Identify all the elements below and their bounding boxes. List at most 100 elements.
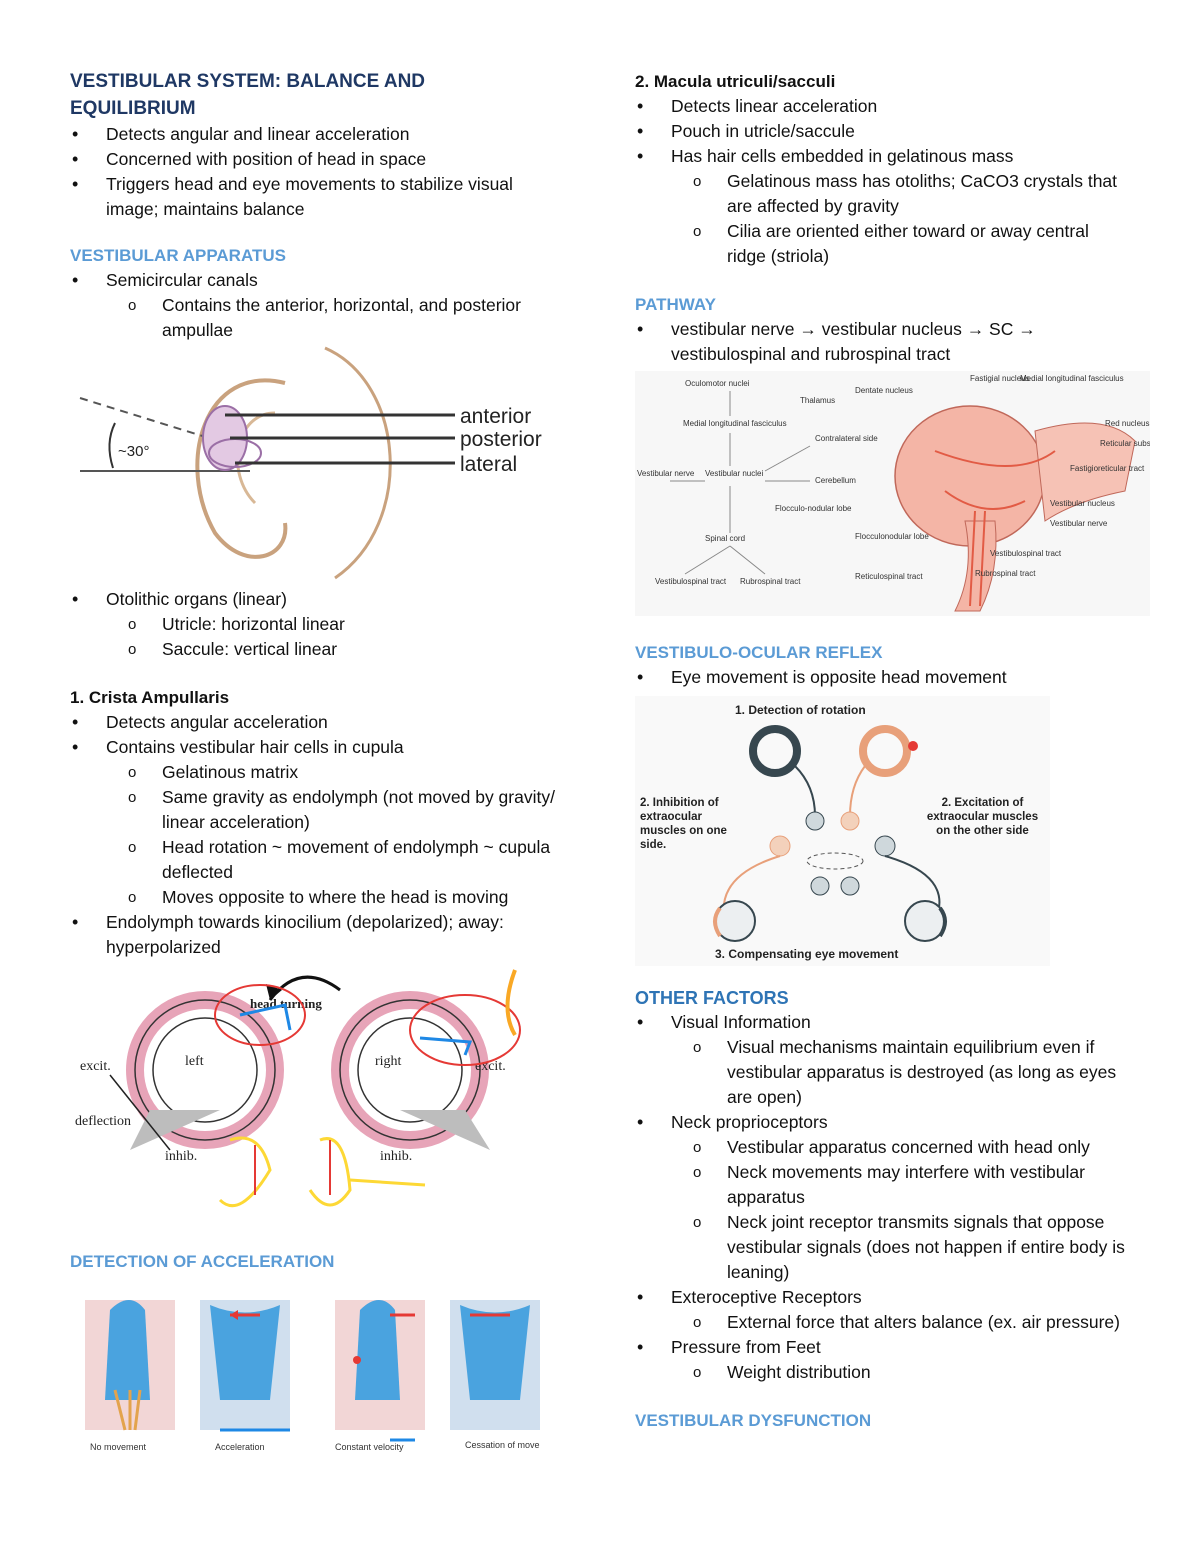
panel-cessation xyxy=(450,1300,540,1430)
red-nucleus-label: Red nucleus xyxy=(1105,419,1149,428)
vestibular-nerve-label: Vestibular nerve xyxy=(637,469,695,478)
list-item: Cilia are oriented either toward or away… xyxy=(635,219,1127,269)
cerebellum-label: Cerebellum xyxy=(815,476,856,485)
pathway-diagram: Oculomotor nuclei Medial longitudinal fa… xyxy=(635,371,1171,616)
otolithic-list: Otolithic organs (linear) Utricle: horiz… xyxy=(70,587,570,662)
list-item: Vestibular apparatus concerned with head… xyxy=(635,1135,1127,1160)
list-item: Exteroceptive Receptors xyxy=(635,1285,1155,1310)
list-item: Detects angular acceleration xyxy=(70,710,570,735)
panel-acceleration xyxy=(200,1300,290,1432)
apparatus-list: Semicircular canals Contains the anterio… xyxy=(70,268,570,343)
crista-list: Detects angular acceleration Contains ve… xyxy=(70,710,570,960)
list-item: Eye movement is opposite head movement xyxy=(635,665,1155,690)
angle-label: ~30° xyxy=(118,443,149,460)
right-label: right xyxy=(375,1054,402,1069)
section-heading-pathway: PATHWAY xyxy=(635,295,716,314)
list-item: Contains the anterior, horizontal, and p… xyxy=(70,293,570,343)
crista-heading: 1. Crista Ampullaris xyxy=(70,688,230,707)
list-item: Neck movements may interfere with vestib… xyxy=(635,1160,1127,1210)
reticular-label: Reticular substance xyxy=(1100,439,1150,448)
canal-deflection-figure: head turning left right excit. excit. de… xyxy=(70,960,570,1250)
list-item: Semicircular canals xyxy=(70,268,570,293)
right-column: 2. Macula utriculi/sacculi Detects linea… xyxy=(635,68,1171,1433)
flocculonodular-label: Flocculonodular lobe xyxy=(855,532,929,541)
vestibulospinal-label: Vestibulospinal tract xyxy=(655,577,727,586)
vestibulospinal2-label: Vestibulospinal tract xyxy=(990,549,1062,558)
list-item: Has hair cells embedded in gelatinous ma… xyxy=(635,144,1155,169)
list-item: Visual mechanisms maintain equilibrium e… xyxy=(635,1035,1127,1110)
macula-heading: 2. Macula utriculi/sacculi xyxy=(635,72,836,91)
caption-acceleration: Acceleration xyxy=(215,1442,265,1452)
list-item: Moves opposite to where the head is movi… xyxy=(70,885,570,910)
list-item: Neck proprioceptors xyxy=(635,1110,1155,1135)
list-item: Pressure from Feet xyxy=(635,1335,1155,1360)
list-item: Visual Information xyxy=(635,1010,1155,1035)
compensating-label: 3. Compensating eye movement xyxy=(715,947,898,961)
vor-figure: 1. Detection of rotation 3. Compensating… xyxy=(635,696,1155,966)
deflection-label: deflection xyxy=(75,1114,131,1129)
panel-no-movement xyxy=(85,1300,175,1431)
canal-diagram: head turning left right excit. excit. de… xyxy=(75,969,521,1208)
fastigial-label: Fastigial nucleus xyxy=(970,374,1030,383)
list-item: Pouch in utricle/saccule xyxy=(635,119,1155,144)
acceleration-diagram: No movement Acceleration Constant veloci… xyxy=(85,1300,560,1452)
list-item: Endolymph towards kinocilium (depolarize… xyxy=(70,910,570,960)
list-item: Concerned with position of head in space xyxy=(70,147,570,172)
caption-constant-velocity: Constant velocity xyxy=(335,1442,404,1452)
excit-left-label: excit. xyxy=(80,1059,111,1074)
anterior-label: anterior xyxy=(460,405,531,428)
list-item: Saccule: vertical linear xyxy=(70,637,570,662)
lateral-label: lateral xyxy=(460,453,517,476)
mlf2-label: Medial longitudinal fasciculus xyxy=(1020,374,1124,383)
list-item: Otolithic organs (linear) xyxy=(70,587,570,612)
pathway-figure: Oculomotor nuclei Medial longitudinal fa… xyxy=(635,371,1171,621)
list-item: Gelatinous matrix xyxy=(70,760,570,785)
list-item: vestibular nerve → vestibular nucleus → … xyxy=(635,317,1111,367)
list-item: Triggers head and eye movements to stabi… xyxy=(70,172,570,222)
list-item: Detects angular and linear acceleration xyxy=(70,122,570,147)
rubrospinal-label: Rubrospinal tract xyxy=(740,577,801,586)
reticulospinal-label: Reticulospinal tract xyxy=(855,572,923,581)
section-heading-detection: DETECTION OF ACCELERATION xyxy=(70,1252,335,1271)
oculomotor-label: Oculomotor nuclei xyxy=(685,379,750,388)
list-item: External force that alters balance (ex. … xyxy=(635,1310,1127,1335)
inhib-left-label: inhib. xyxy=(165,1149,197,1164)
section-heading-apparatus: VESTIBULAR APPARATUS xyxy=(70,246,286,265)
list-item: Neck joint receptor transmits signals th… xyxy=(635,1210,1127,1285)
macula-list: Detects linear acceleration Pouch in utr… xyxy=(635,94,1155,269)
section-heading-dysfunction: VESTIBULAR DYSFUNCTION xyxy=(635,1411,872,1430)
caption-cessation: Cessation of movement xyxy=(465,1440,540,1450)
page-title: VESTIBULAR SYSTEM: BALANCE AND EQUILIBRI… xyxy=(70,71,426,119)
inhibition-label: 2. Inhibition of extraocular muscles on … xyxy=(640,797,727,851)
mlf-label: Medial longitudinal fasciculus xyxy=(683,419,787,428)
flocculo-label: Flocculo-nodular lobe xyxy=(775,504,852,513)
list-item: Gelatinous mass has otoliths; CaCO3 crys… xyxy=(635,169,1127,219)
acceleration-figure: No movement Acceleration Constant veloci… xyxy=(70,1280,570,1470)
dentate-label: Dentate nucleus xyxy=(855,386,913,395)
list-item: Contains vestibular hair cells in cupula xyxy=(70,735,570,760)
posterior-label: posterior xyxy=(460,428,542,451)
vestibular-nuclei-label: Vestibular nuclei xyxy=(705,469,763,478)
list-item: Utricle: horizontal linear xyxy=(70,612,570,637)
vest-nerve-label: Vestibular nerve xyxy=(1050,519,1108,528)
fastigioreticular-label: Fastigioreticular tract xyxy=(1070,464,1145,473)
detection-label: 1. Detection of rotation xyxy=(735,703,866,717)
left-column: VESTIBULAR SYSTEM: BALANCE AND EQUILIBRI… xyxy=(70,68,570,1470)
pathway-list: vestibular nerve → vestibular nucleus → … xyxy=(635,317,1155,367)
contralateral-label: Contralateral side xyxy=(815,434,878,443)
thalamus-label: Thalamus xyxy=(800,396,835,405)
caption-no-movement: No movement xyxy=(90,1442,147,1452)
section-heading-vor: VESTIBULO-OCULAR REFLEX xyxy=(635,643,883,662)
vor-diagram: 1. Detection of rotation 3. Compensating… xyxy=(635,696,1050,966)
panel-constant-velocity xyxy=(335,1300,425,1442)
excitation-label: 2. Excitation of extraocular muscles on … xyxy=(926,797,1039,837)
ear-diagram: ~30° anterior posterior lateral xyxy=(79,346,542,580)
other-factors-list: Visual Information Visual mechanisms mai… xyxy=(635,1010,1155,1385)
vor-list: Eye movement is opposite head movement xyxy=(635,665,1155,690)
list-item: Same gravity as endolymph (not moved by … xyxy=(70,785,570,835)
ear-canal-figure: ~30° anterior posterior lateral xyxy=(75,343,570,583)
list-item: Detects linear acceleration xyxy=(635,94,1155,119)
list-item: Head rotation ~ movement of endolymph ~ … xyxy=(70,835,570,885)
list-item: Weight distribution xyxy=(635,1360,1155,1385)
inhib-right-label: inhib. xyxy=(380,1149,412,1164)
